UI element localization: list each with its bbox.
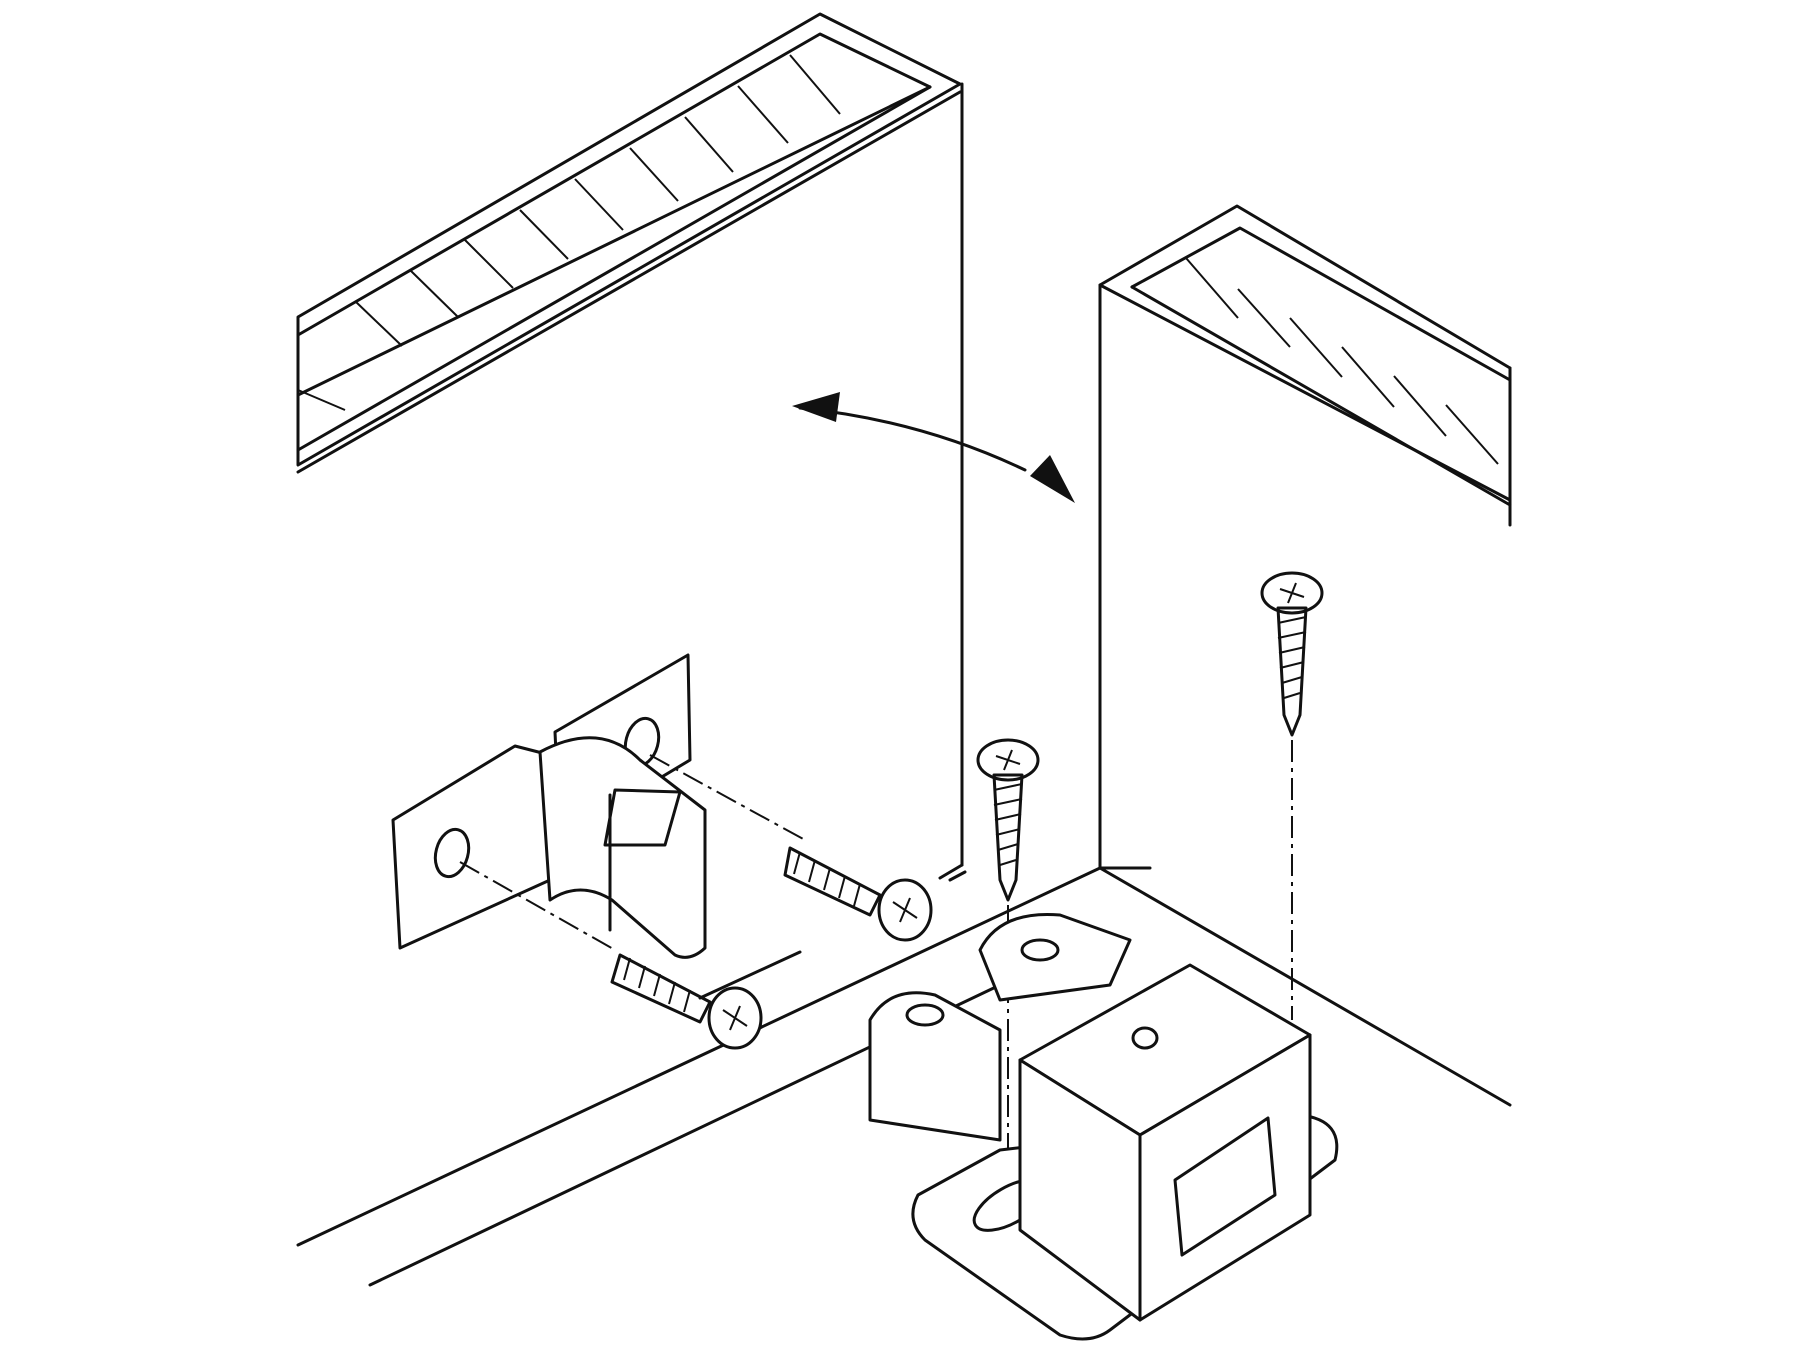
bracket-front-plate [391,744,552,950]
screw-head-cross-icon [722,1005,748,1031]
left-panel-top-face-line [296,90,962,474]
right-panel-edge-hatching [1185,257,1499,465]
catch-screw-rear [1260,571,1324,1020]
right-panel-top-edge [1098,204,1512,502]
catch-housing-screw-hole [1131,1026,1159,1050]
double-roller-catch [868,912,1339,1341]
right-panel-bottom-edge [1098,866,1512,1107]
screw-head-cross-icon [995,749,1021,771]
right-panel-top-inner-edge [1130,226,1512,382]
screw-head-cross-icon [1279,582,1305,604]
bracket-tongue-opening [603,788,682,847]
catch-housing-window [1173,1116,1277,1257]
base-front-edge [296,866,1102,1247]
left-panel-edge-hatching [297,54,841,411]
bracket-tongue [538,736,707,959]
screw-head-cross-icon [892,897,918,923]
screw-thread [623,957,691,1013]
swing-direction-arrow [792,392,1075,503]
door-bottom-dash-edge [698,950,802,1000]
bracket-screw-lower [459,861,763,1050]
screw-shank [610,953,712,1024]
screw-thread [793,851,861,907]
catch-front-roller [868,991,1002,1142]
left-cabinet-panel [296,12,964,880]
strike-plate-bracket [391,653,707,959]
screw-thread [1277,616,1307,699]
left-panel-bottom-corner [938,863,964,880]
left-panel-top-edge [296,12,962,467]
base-notch [948,870,967,882]
left-panel-edge-strip-line [296,85,932,397]
swing-arrowhead-right [1030,455,1075,503]
screw-thread [993,783,1023,866]
screw-shank [992,773,1024,902]
bracket-screw-upper [649,754,933,942]
left-panel-top-inner-edge [296,32,932,452]
right-panel-edge-strip-line [1130,285,1512,507]
screw-shank [1276,606,1308,737]
bracket-front-plate-hole [433,827,471,879]
screw-shank [783,846,882,917]
right-cabinet-panel [1098,204,1512,1107]
catch-rear-roller-axle [1020,938,1060,962]
swing-arrowhead-left [792,392,840,422]
catch-front-roller-axle [905,1003,945,1027]
